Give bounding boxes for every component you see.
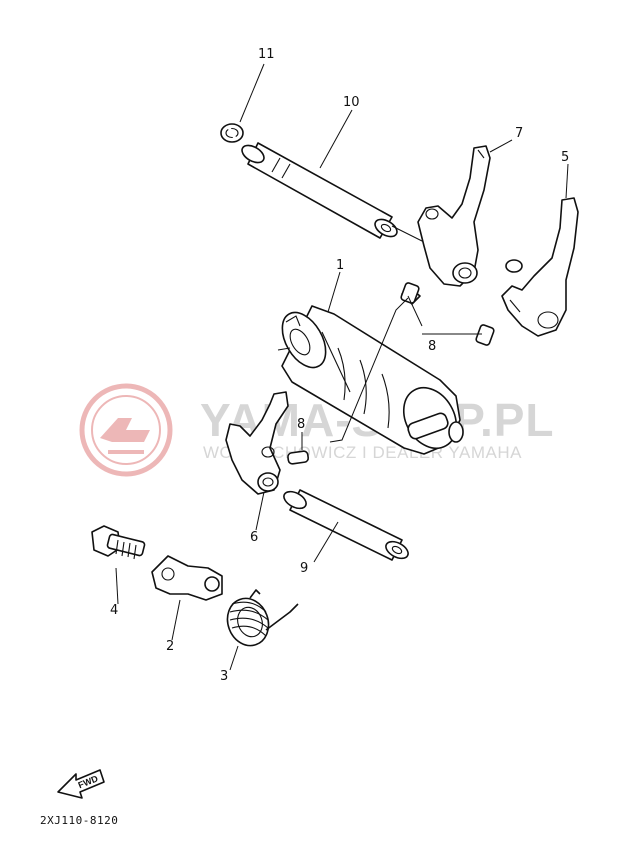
watermark: YAMA-SHOP.PL WOJCIECHOWICZ I DEALER YAMA… [79,383,554,477]
callout-5: 5 [561,150,569,165]
callout-1: 1 [336,258,344,273]
guide-bar-lower-part [283,489,409,561]
callout-2: 2 [166,639,174,654]
dowel-pin-right-part [475,324,495,346]
fwd-arrow-icon: FWD [57,769,105,799]
callout-7: 7 [515,126,523,141]
dowel-pin-lower-part [287,450,310,465]
callout-3: 3 [220,669,228,684]
callout-4: 4 [110,603,118,618]
callout-8-lower: 8 [297,417,305,432]
callout-8-upper: 8 [428,339,436,354]
yamaha-logo-icon [79,383,173,477]
callout-11: 11 [258,47,275,62]
bolt-part [91,525,146,560]
shift-fork-upper-part [417,145,491,287]
shift-fork-left-part [225,391,289,495]
callout-labels: 11 10 7 5 1 8 8 6 9 4 2 3 [110,47,569,684]
callout-9: 9 [300,561,308,576]
stopper-lever-part [151,555,223,601]
dowel-pin-upper-part [400,282,421,305]
shift-cam-part [277,305,464,455]
callout-10: 10 [343,95,360,110]
shift-fork-right-part [501,197,579,337]
leader-lines [115,63,569,671]
torsion-spring-part [226,589,299,647]
circlip-part [220,123,244,143]
guide-bar-upper-part [241,142,398,239]
callout-6: 6 [250,530,258,545]
diagram-code: 2XJ110-8120 [40,814,118,827]
